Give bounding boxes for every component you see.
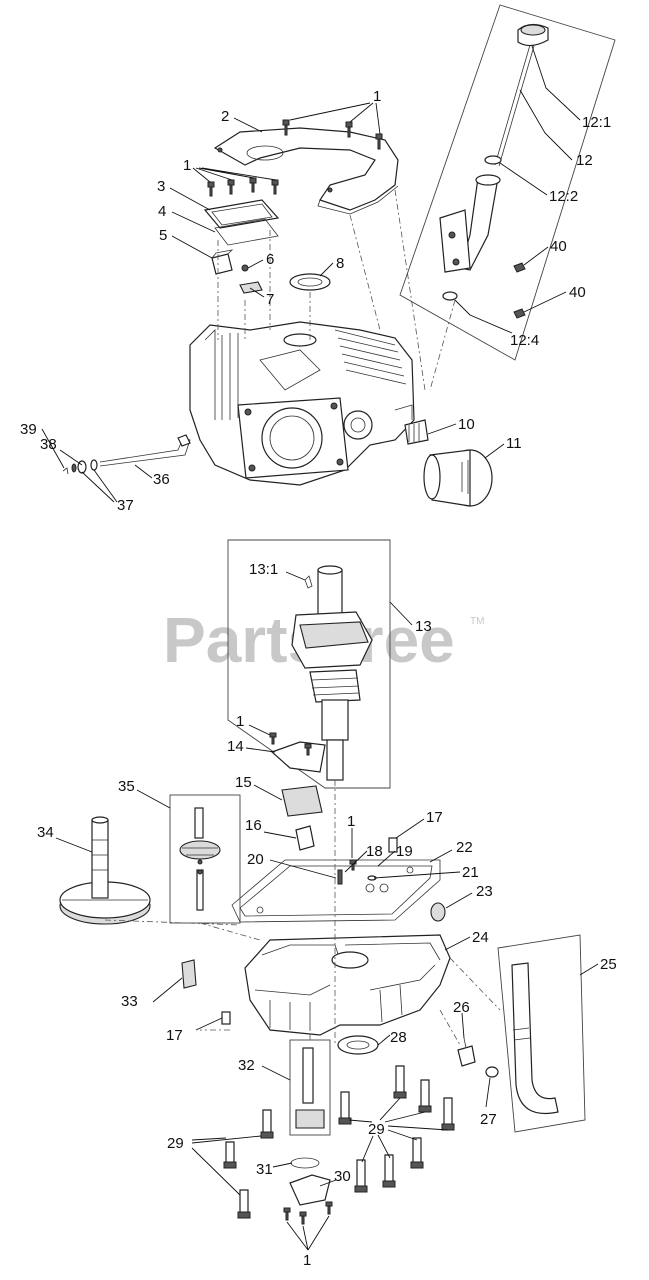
part-31-oring — [290, 1157, 320, 1169]
callout-1-bottom: 1 — [303, 1252, 311, 1269]
callout-17-upper: 17 — [426, 809, 443, 826]
callout-2: 2 — [221, 108, 229, 125]
part-11-oil-filter — [423, 449, 493, 507]
part-12-dipstick-box — [399, 4, 616, 391]
callout-31: 31 — [256, 1161, 273, 1178]
callout-6: 6 — [266, 251, 274, 268]
callout-15: 15 — [235, 774, 252, 791]
callout-11: 11 — [506, 435, 522, 452]
callout-17-lower: 17 — [166, 1027, 183, 1044]
part-5-filter — [211, 249, 234, 275]
part-17-pin-upper — [388, 837, 398, 853]
part-7-bracket — [239, 281, 263, 294]
callout-18: 18 — [366, 843, 383, 860]
callout-4: 4 — [158, 203, 166, 220]
part-25-hose-box — [497, 934, 586, 1133]
callout-22: 22 — [456, 839, 473, 856]
leader-lines — [41, 45, 599, 1251]
callout-23: 23 — [476, 883, 493, 900]
callout-10: 10 — [458, 416, 475, 433]
callout-12-1: 12:1 — [582, 114, 611, 131]
part-2-gasket-frame — [213, 127, 399, 215]
callout-39: 39 — [20, 421, 37, 438]
part-17-pin-lower — [221, 1011, 231, 1025]
part-15-plate — [281, 785, 323, 817]
callout-1-top: 1 — [373, 88, 381, 105]
callout-21: 21 — [462, 864, 479, 881]
callout-37: 37 — [117, 497, 134, 514]
callout-25: 25 — [600, 956, 617, 973]
callout-36: 36 — [153, 471, 170, 488]
part-27-clamp — [485, 1066, 499, 1078]
callout-30: 30 — [334, 1168, 351, 1185]
part-35-governor-box — [169, 794, 241, 924]
watermark-trademark: TM — [470, 616, 484, 627]
callout-26: 26 — [453, 999, 470, 1016]
part-3-cover — [203, 199, 280, 229]
callout-35: 35 — [118, 778, 135, 795]
callout-16: 16 — [245, 817, 262, 834]
part-1-screw-mid — [349, 859, 357, 871]
callout-12-4: 12:4 — [510, 332, 539, 349]
part-28-seal — [337, 1035, 379, 1055]
part-4-gasket — [214, 218, 279, 246]
callout-13-1: 13:1 — [249, 561, 278, 578]
part-33-strainer — [181, 959, 197, 989]
part-8-seal — [289, 273, 331, 291]
callout-29-left: 29 — [167, 1135, 184, 1152]
callout-19: 19 — [396, 843, 413, 860]
callout-20: 20 — [247, 851, 264, 868]
part-24-sump — [244, 934, 451, 1036]
part-14-plate — [269, 732, 326, 773]
part-34-camshaft — [59, 816, 151, 925]
part-6-screw — [241, 264, 249, 272]
part-22-gasket — [231, 859, 441, 923]
part-13-crankshaft-box — [227, 539, 391, 789]
callout-12-2: 12:2 — [549, 188, 578, 205]
callout-40-lower: 40 — [569, 284, 586, 301]
callout-labels: 1 2 1 3 4 5 6 7 8 12:1 12 12:2 40 40 12:… — [20, 88, 617, 1269]
part-26-fitting — [457, 1037, 476, 1067]
callout-1-cover-screws: 1 — [183, 157, 191, 174]
callout-8: 8 — [336, 255, 344, 272]
part-23-plug — [430, 902, 446, 922]
callout-24: 24 — [472, 929, 489, 946]
callout-14: 14 — [227, 738, 244, 755]
part-16-block — [295, 825, 315, 851]
callout-13: 13 — [415, 618, 432, 635]
callout-29-right: 29 — [368, 1121, 385, 1138]
callout-40-upper: 40 — [550, 238, 567, 255]
part-18-pin — [337, 869, 343, 885]
callout-7: 7 — [266, 291, 274, 308]
callout-1-mid: 1 — [347, 813, 355, 830]
callout-27: 27 — [480, 1111, 497, 1128]
part-30-cover — [283, 1174, 333, 1225]
callout-33: 33 — [121, 993, 138, 1010]
engine-block-drawing — [189, 321, 415, 486]
part-10-adapter — [404, 419, 429, 445]
part-32-pump-box — [289, 1039, 331, 1136]
part-36-rod — [99, 434, 191, 467]
part-29-bolts — [223, 1065, 455, 1219]
callout-12: 12 — [576, 152, 593, 169]
callout-32: 32 — [238, 1057, 255, 1074]
callout-5: 5 — [159, 227, 167, 244]
part-40-bolts — [513, 262, 526, 319]
callout-3: 3 — [157, 178, 165, 195]
callout-38: 38 — [40, 436, 57, 453]
part-37-38-39-washers — [62, 459, 98, 475]
callout-1-plate: 1 — [236, 713, 244, 730]
callout-28: 28 — [390, 1029, 407, 1046]
callout-34: 34 — [37, 824, 54, 841]
